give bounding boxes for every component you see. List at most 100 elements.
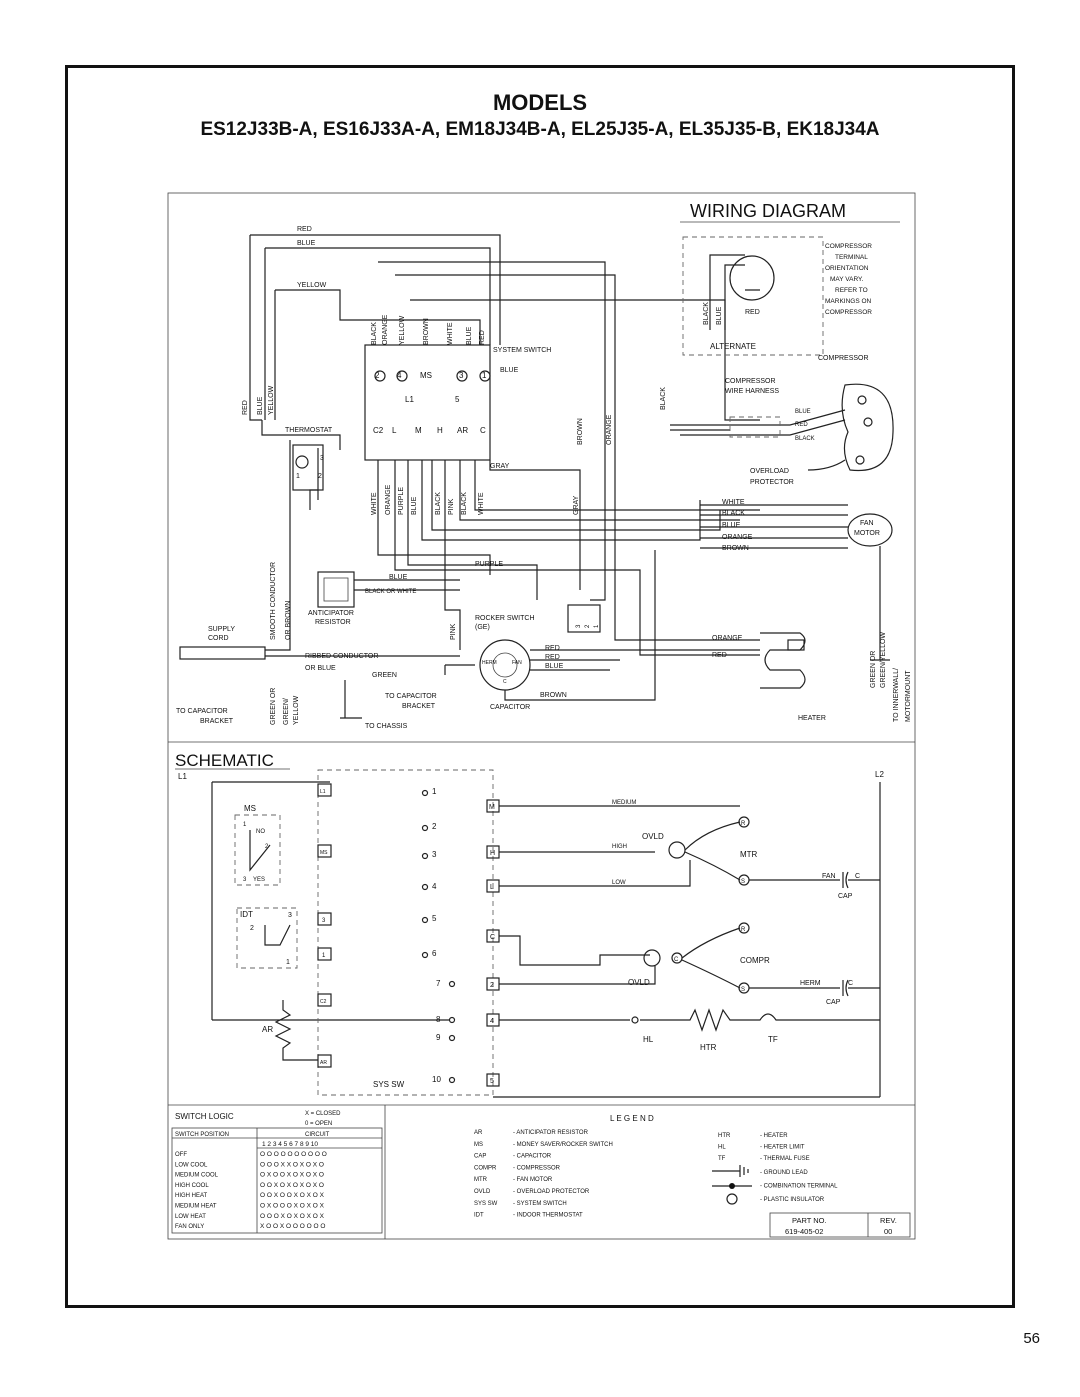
- compr-capacitor: [842, 979, 849, 997]
- wire-red-label: RED: [297, 226, 312, 233]
- box-1: 1: [322, 953, 326, 959]
- medium-label: MEDIUM: [612, 800, 636, 806]
- vwire-black: BLACK: [371, 322, 378, 345]
- logic-row-position: HIGH HEAT: [175, 1193, 208, 1199]
- wire-blue-label: BLUE: [297, 240, 316, 247]
- rocker-t3: 3: [576, 624, 582, 628]
- anticipator-resistor: [317, 571, 355, 608]
- wire-yellow-label: YELLOW: [297, 282, 327, 289]
- low-label: LOW: [612, 880, 626, 886]
- system-switch-block: [364, 344, 491, 461]
- logic-row-values: O O O O O O O O O O: [260, 1151, 327, 1158]
- chassis-ground: [340, 680, 362, 719]
- anticipator-blue: BLUE: [389, 574, 408, 581]
- fan-cap-label: FAN: [822, 873, 836, 880]
- thermostat-body: [292, 444, 324, 491]
- compr-c: C: [674, 957, 679, 963]
- switch-bottom-wires: [377, 460, 760, 656]
- sw-term-l: L: [392, 426, 397, 435]
- bwire-black: BLACK: [435, 492, 442, 515]
- legend-abbr: MTR: [474, 1177, 488, 1183]
- fan-cap-c: C: [855, 873, 860, 880]
- logic-row-position: OFF: [175, 1152, 187, 1158]
- overload-label: OVERLOAD: [750, 468, 789, 475]
- fan-black: BLACK: [722, 510, 745, 517]
- ribbed-label: RIBBED CONDUCTOR: [305, 653, 378, 660]
- anticipator-inner: [323, 577, 349, 602]
- gray-vertical: GRAY: [573, 495, 580, 515]
- ms-no: NO: [256, 829, 265, 835]
- logic-row-values: O O O X O X O X O X: [260, 1213, 325, 1220]
- vwire-blue: BLUE: [466, 326, 473, 345]
- comp-pin: [857, 395, 867, 405]
- models-heading: MODELS: [492, 90, 588, 115]
- contact-10: 10: [432, 1075, 441, 1084]
- logic-row-values: O X O O X O X O X O: [260, 1172, 324, 1179]
- capacitor-inner: [492, 652, 518, 678]
- l2-label: L2: [875, 770, 884, 779]
- fan-speed-leads: [499, 805, 740, 887]
- heater-orange: ORANGE: [712, 635, 743, 642]
- cap-blue: BLUE: [545, 663, 564, 670]
- fan-label: FAN: [860, 520, 874, 527]
- sw-term-m: M: [415, 426, 422, 435]
- legend-desc: - GROUND LEAD: [760, 1170, 808, 1176]
- bwire-black-2: BLACK: [461, 492, 468, 515]
- compr-r-terminal: [738, 922, 750, 934]
- legend-symbols: [712, 1165, 752, 1205]
- protector-label: PROTECTOR: [750, 479, 794, 486]
- sw-term-h: H: [437, 426, 443, 435]
- cord-conductors: [265, 440, 460, 657]
- sw-term-ms: MS: [420, 371, 432, 380]
- cap-term-herm: HERM: [482, 660, 497, 666]
- logic-row-values: O X O O O X O X O X: [260, 1203, 325, 1210]
- box-l: L: [490, 884, 494, 891]
- left-red-label: RED: [242, 400, 249, 415]
- to-cap-bracket-left: TO CAPACITOR: [176, 708, 228, 715]
- harness-wires: [670, 409, 846, 436]
- fan-cap-cap: CAP: [838, 893, 853, 900]
- or-brown: OR BROWN: [285, 601, 292, 640]
- legend-desc: - MONEY SAVER/ROCKER SWITCH: [513, 1142, 613, 1148]
- alt-red: RED: [745, 309, 760, 316]
- harness-label-1: COMPRESSOR: [725, 378, 776, 385]
- supply-cord: [179, 646, 266, 660]
- legend-abbr: TF: [718, 1156, 726, 1162]
- green-slash: GREEN/: [283, 698, 290, 725]
- legend-desc: - OVERLOAD PROTECTOR: [513, 1189, 590, 1195]
- fan-orange: ORANGE: [722, 534, 753, 541]
- compr-cap-cap: CAP: [826, 999, 841, 1006]
- legend-title: L E G E N D: [610, 1114, 654, 1123]
- idt-label: IDT: [240, 910, 253, 919]
- system-switch-label: SYSTEM SWITCH: [493, 347, 551, 354]
- green-ground: [444, 664, 475, 675]
- bwire-pink: PINK: [448, 498, 455, 515]
- legend-abbr: HL: [718, 1145, 726, 1151]
- capacitor-label: CAPACITOR: [490, 704, 530, 711]
- overload-lead: [807, 459, 846, 471]
- high-label: HIGH: [612, 844, 627, 850]
- right-green-yellow: GREEN/YELLOW: [880, 632, 887, 688]
- alt-blue: BLUE: [716, 306, 723, 325]
- logic-row-position: FAN ONLY: [175, 1224, 204, 1230]
- contact-2: 2: [432, 822, 437, 831]
- legend-abbr: OVLD: [474, 1189, 491, 1195]
- ms-contact: [249, 830, 271, 872]
- fan-capacitor: [842, 871, 849, 889]
- cord-label: CORD: [208, 635, 229, 642]
- legend-abbr: SYS SW: [474, 1201, 498, 1207]
- wiring-diagram-title: WIRING DIAGRAM: [690, 201, 846, 221]
- box-5: 5: [490, 1078, 494, 1085]
- heater-label: HEATER: [798, 715, 826, 722]
- compr-cap-leads: [499, 966, 880, 989]
- model-list: ES12J33B-A, ES16J33A-A, EM18J34B-A, EL25…: [200, 119, 880, 140]
- sys-sw-label: SYS SW: [373, 1080, 405, 1089]
- page-number: 56: [1023, 1330, 1040, 1347]
- anticipator-label: ANTICIPATOR: [308, 610, 354, 617]
- herm-label: HERM: [800, 980, 821, 987]
- compr-s: S: [741, 987, 745, 993]
- harness-connector: [729, 416, 781, 438]
- ar-label: AR: [262, 1025, 273, 1034]
- part-no-label: PART NO.: [792, 1216, 827, 1225]
